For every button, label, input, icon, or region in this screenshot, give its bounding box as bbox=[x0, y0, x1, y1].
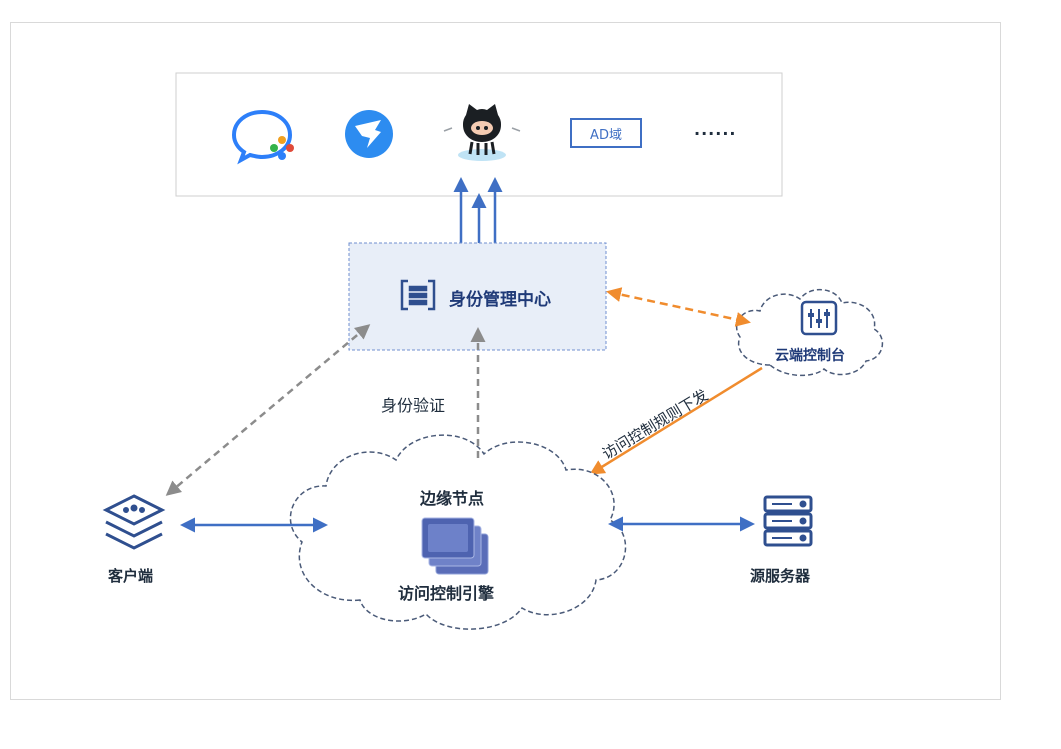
ad-domain-box: AD域 bbox=[570, 118, 642, 148]
identity-center-icon bbox=[400, 279, 436, 311]
client-label: 客户端 bbox=[108, 567, 154, 585]
cloud-console-label: 云端控制台 bbox=[775, 348, 845, 364]
github-icon bbox=[443, 104, 521, 161]
client-layers-icon bbox=[102, 494, 166, 550]
origin-server-label: 源服务器 bbox=[750, 567, 811, 585]
cloud-console-shape bbox=[735, 289, 884, 377]
wechat-work-icon bbox=[231, 109, 294, 165]
identity-center-label: 身份管理中心 bbox=[449, 290, 551, 310]
identity-console-arrow bbox=[606, 287, 751, 327]
engine-stack-icon bbox=[421, 517, 489, 575]
dingtalk-icon bbox=[345, 110, 393, 158]
console-sliders-icon bbox=[800, 300, 838, 336]
edge-node-title: 边缘节点 bbox=[420, 489, 485, 508]
client-auth-arrow bbox=[165, 324, 371, 496]
server-icon bbox=[763, 495, 813, 547]
ad-domain-label: AD域 bbox=[590, 127, 622, 143]
auth-label: 身份验证 bbox=[381, 396, 446, 415]
access-engine-label: 访问控制引擎 bbox=[398, 584, 495, 603]
more-providers: ...... bbox=[694, 120, 737, 139]
rule-dispatch-arrow bbox=[589, 366, 763, 475]
